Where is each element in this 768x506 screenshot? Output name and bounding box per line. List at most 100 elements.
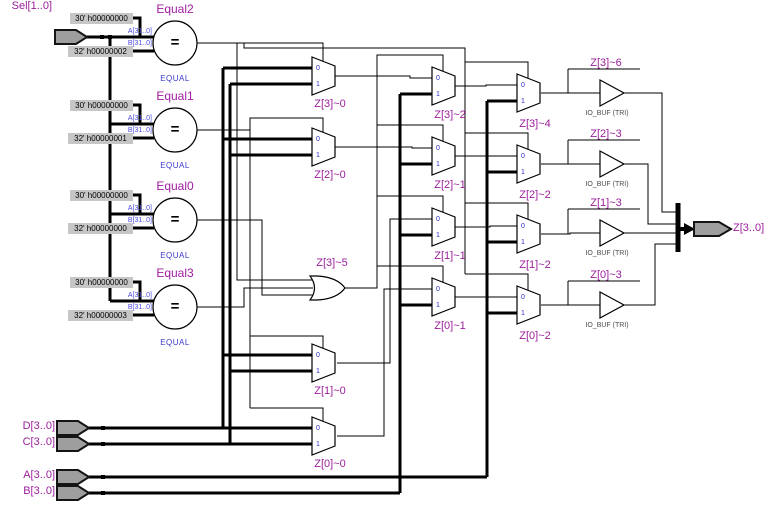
pin-label-sel: Sel[1..0] xyxy=(11,0,52,12)
mux-in1-label: 1 xyxy=(436,232,440,239)
mux-z3-0-body[interactable] xyxy=(311,56,336,96)
mux-in0-label: 0 xyxy=(521,223,525,230)
output-pin-z[interactable] xyxy=(693,221,733,237)
mux-label: Z[0]~0 xyxy=(314,458,346,470)
input-pin-c[interactable] xyxy=(56,436,91,452)
comparator-const-top: 30' h00000000 xyxy=(70,190,133,201)
buffer-net-label: Z[0]~3 xyxy=(590,269,622,281)
comparator-title: Equal0 xyxy=(156,179,194,193)
buffer-net-label: Z[2]~3 xyxy=(590,128,622,140)
buffer-type-label: IO_BUF (TRI) xyxy=(585,250,629,257)
comparator-const-top: 30' h00000000 xyxy=(70,100,133,111)
comparator-caption: EQUAL xyxy=(160,74,190,83)
comparator-const-bottom: 32' h00000002 xyxy=(68,46,133,57)
comparator-const-bottom: 32' h00000003 xyxy=(68,310,133,321)
buffer-type-label: IO_BUF (TRI) xyxy=(585,322,629,329)
comparator-caption: EQUAL xyxy=(160,161,190,170)
mux-in0-label: 0 xyxy=(316,65,320,72)
ab-bus-wires xyxy=(88,92,517,495)
mux-z0-0-body[interactable] xyxy=(311,416,336,456)
mux-in1-label: 1 xyxy=(436,302,440,309)
pin-label-b: B[3..0] xyxy=(23,485,55,497)
comparator-port-a: A[31..0] xyxy=(127,28,152,35)
input-pin-d[interactable] xyxy=(56,420,91,436)
pin-label-z: Z[3..0] xyxy=(733,222,765,234)
buffer-output-wires xyxy=(624,92,677,306)
mux-z1-1-body[interactable] xyxy=(431,207,456,247)
iobuf-z1-body[interactable] xyxy=(599,218,626,248)
mux-in1-label: 1 xyxy=(521,239,525,246)
mux-in0-label: 0 xyxy=(316,352,320,359)
comparator-port-a: A[31..0] xyxy=(127,115,152,122)
wire-ticks xyxy=(100,35,112,495)
equals-symbol: = xyxy=(170,211,180,228)
mux-in0-label: 0 xyxy=(436,286,440,293)
mux-label: Z[1]~1 xyxy=(434,250,466,262)
mux-label: Z[0]~2 xyxy=(519,330,551,342)
mux-in0-label: 0 xyxy=(521,294,525,301)
mux-z0-1-body[interactable] xyxy=(431,277,456,317)
equals-symbol: = xyxy=(170,298,180,315)
comparator-title: Equal2 xyxy=(156,2,194,16)
mux-z3-2-body[interactable] xyxy=(431,66,456,106)
mux-in1-label: 1 xyxy=(316,81,320,88)
comparator-equal2-body[interactable] xyxy=(152,20,198,66)
iobuf-z2-body[interactable] xyxy=(599,149,626,179)
mux-label: Z[2]~1 xyxy=(434,179,466,191)
comparator-port-b: B[31..0] xyxy=(127,304,152,311)
comparator-title: Equal1 xyxy=(156,89,194,103)
buffer-net-label: Z[3]~6 xyxy=(590,57,622,69)
mux-z0-2-body[interactable] xyxy=(516,285,541,325)
mux-z2-1-body[interactable] xyxy=(431,136,456,176)
mux-z3-4-body[interactable] xyxy=(516,73,541,113)
comparator-port-b: B[31..0] xyxy=(127,127,152,134)
mux-in1-label: 1 xyxy=(436,161,440,168)
mux-label: Z[1]~0 xyxy=(314,385,346,397)
mux-in1-label: 1 xyxy=(521,169,525,176)
equals-symbol: = xyxy=(170,121,180,138)
mux-label: Z[3]~2 xyxy=(434,109,466,121)
equals-symbol: = xyxy=(170,34,180,51)
mux-in0-label: 0 xyxy=(521,153,525,160)
or-gate-label: Z[3]~5 xyxy=(316,257,348,269)
mux-z1-2-body[interactable] xyxy=(516,214,541,254)
input-pin-sel[interactable] xyxy=(54,29,89,45)
mux-in0-label: 0 xyxy=(521,82,525,89)
mux-in0-label: 0 xyxy=(316,425,320,432)
mux-label: Z[0]~1 xyxy=(434,320,466,332)
comparator-equal3-body[interactable] xyxy=(152,284,198,330)
comparator-const-top: 30' h00000000 xyxy=(70,13,133,24)
comparator-const-bottom: 32' h00000000 xyxy=(68,223,133,234)
comparator-port-a: A[31..0] xyxy=(127,205,152,212)
comparator-const-bottom: 32' h00000001 xyxy=(68,133,133,144)
pin-label-d: D[3..0] xyxy=(22,420,55,432)
comparator-port-b: B[31..0] xyxy=(127,40,152,47)
sel-bus-wires xyxy=(86,16,154,317)
pin-label-a: A[3..0] xyxy=(23,469,55,481)
comparator-equal1-body[interactable] xyxy=(152,107,198,153)
comparator-const-top: 30' h00000000 xyxy=(70,277,133,288)
select-wires xyxy=(197,42,529,422)
mux-in1-label: 1 xyxy=(316,152,320,159)
output-wires xyxy=(675,203,695,252)
mux-z2-0-body[interactable] xyxy=(311,127,336,167)
mux-in1-label: 1 xyxy=(316,368,320,375)
iobuf-z3-body[interactable] xyxy=(599,78,626,108)
comparator-equal0-body[interactable] xyxy=(152,197,198,243)
data-wires xyxy=(335,68,640,437)
comparator-caption: EQUAL xyxy=(160,251,190,260)
mux-in0-label: 0 xyxy=(316,136,320,143)
mux-label: Z[3]~4 xyxy=(519,118,551,130)
dc-bus-wires xyxy=(88,66,312,446)
input-pin-a[interactable] xyxy=(56,469,91,485)
or-gate-body[interactable] xyxy=(308,275,346,301)
mux-in0-label: 0 xyxy=(436,216,440,223)
mux-label: Z[3]~0 xyxy=(314,98,346,110)
mux-z1-0-body[interactable] xyxy=(311,343,336,383)
iobuf-z0-body[interactable] xyxy=(599,290,626,320)
mux-z2-2-body[interactable] xyxy=(516,144,541,184)
input-pin-b[interactable] xyxy=(56,485,91,501)
comparator-caption: EQUAL xyxy=(160,338,190,347)
